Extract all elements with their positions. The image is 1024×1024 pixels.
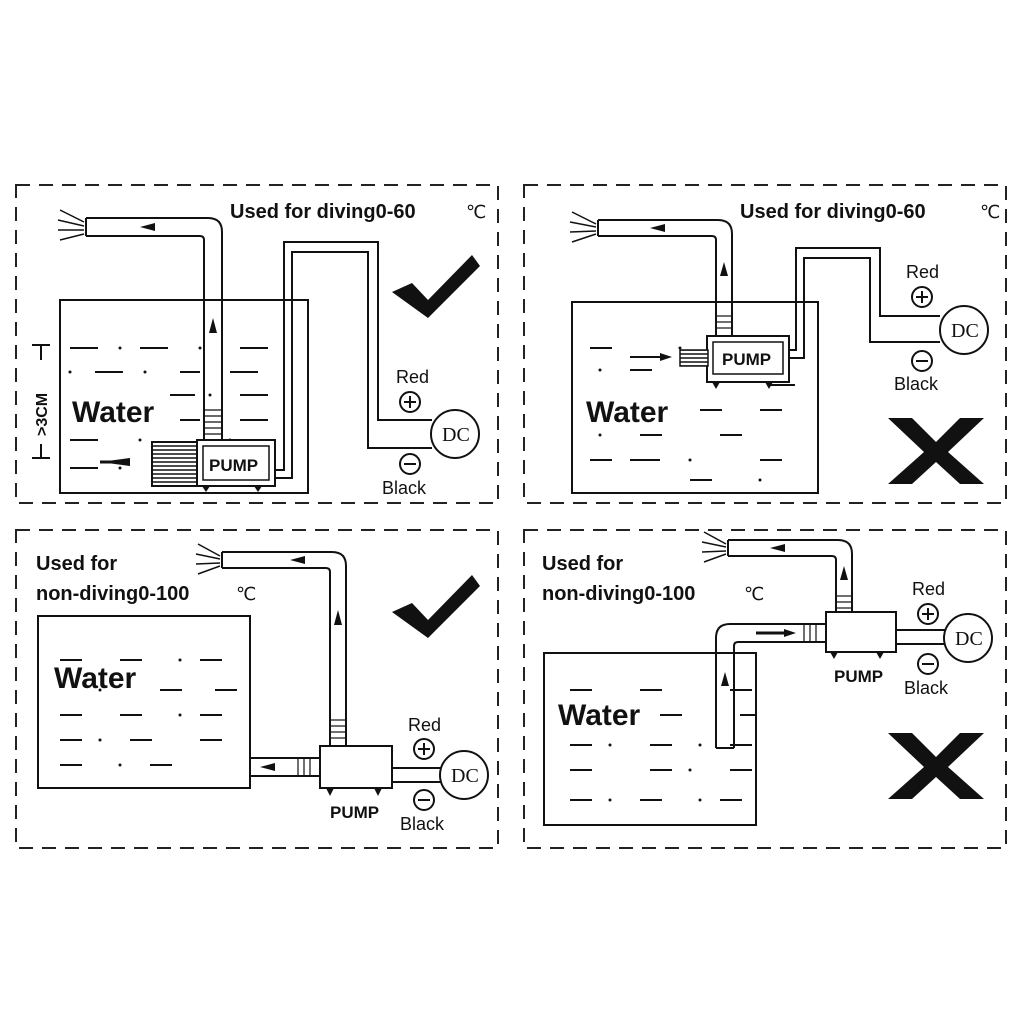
checkmark-icon <box>392 255 480 318</box>
panel-inline-incorrect: Used for non-diving0-100 ℃ Water <box>523 529 1007 849</box>
panel-inline-correct: Used for non-diving0-100 ℃ Water <box>15 529 499 849</box>
dc-label: DC <box>955 628 983 650</box>
dc-power-source <box>939 305 989 355</box>
panel-title: Used for diving0-60 <box>230 201 416 223</box>
pump-body <box>100 439 276 492</box>
panel-border <box>15 529 499 849</box>
black-wire-label: Black <box>400 814 445 834</box>
red-wire-label: Red <box>396 367 429 387</box>
checkmark-icon <box>392 575 480 638</box>
pump-body <box>319 745 393 796</box>
water-tank <box>59 299 309 494</box>
inlet-pipe <box>715 623 826 749</box>
panel-border <box>523 184 1007 504</box>
red-wire-label: Red <box>912 579 945 599</box>
inlet-pipe <box>250 757 320 777</box>
flow-arrow <box>140 223 155 231</box>
panel-border <box>523 529 1007 849</box>
water-surface-dashes <box>70 347 268 469</box>
temperature-unit: ℃ <box>980 202 1000 222</box>
panel-subtitle: non-diving0-100 <box>36 583 189 605</box>
power-cable <box>392 767 442 783</box>
flow-arrow <box>209 318 217 333</box>
red-wire-label: Red <box>906 262 939 282</box>
pump-body <box>825 611 897 659</box>
power-cable <box>789 247 940 359</box>
outlet-pipe <box>569 211 733 338</box>
pump-label: PUMP <box>330 803 379 822</box>
black-wire-label: Black <box>894 374 939 394</box>
water-label: Water <box>72 396 155 429</box>
power-cable <box>275 241 432 479</box>
dc-power-source <box>430 409 480 459</box>
outlet-pipe <box>701 531 853 612</box>
pump-label: PUMP <box>722 350 771 369</box>
spray-lines <box>57 209 85 241</box>
dc-label: DC <box>451 765 479 787</box>
water-label: Water <box>586 396 669 429</box>
water-tank <box>543 652 757 826</box>
pump-label: PUMP <box>209 456 258 475</box>
pump-intake-nozzle <box>679 349 709 367</box>
temperature-unit: ℃ <box>466 202 486 222</box>
water-tank <box>571 301 819 494</box>
water-tank <box>37 615 251 789</box>
cross-icon <box>888 418 984 484</box>
panel-submersible-incorrect: Used for diving0-60 ℃ Water <box>523 184 1007 504</box>
dc-power-source <box>439 750 489 800</box>
panel-submersible-correct: Used for diving0-60 ℃ Water <box>15 184 499 504</box>
power-cable <box>896 629 946 645</box>
temperature-unit: ℃ <box>236 584 256 604</box>
pump-label: PUMP <box>834 667 883 686</box>
panel-title: Used for <box>36 553 117 575</box>
outlet-pipe <box>195 543 347 746</box>
panel-border <box>15 184 499 504</box>
dc-power-source <box>943 613 993 663</box>
black-wire-label: Black <box>382 478 427 498</box>
panel-subtitle: non-diving0-100 <box>542 583 695 605</box>
dc-label: DC <box>442 424 470 446</box>
depth-marker <box>32 344 50 459</box>
temperature-unit: ℃ <box>744 584 764 604</box>
black-wire-label: Black <box>904 678 949 698</box>
panel-title: Used for <box>542 553 623 575</box>
red-wire-label: Red <box>408 715 441 735</box>
water-label: Water <box>54 662 137 695</box>
pump-intake-grille <box>151 441 199 487</box>
depth-label: >3CM <box>34 393 51 436</box>
cross-icon <box>888 733 984 799</box>
water-label: Water <box>558 699 641 732</box>
dc-label: DC <box>951 320 979 342</box>
outlet-pipe <box>57 209 223 440</box>
panel-title: Used for diving0-60 <box>740 201 926 223</box>
